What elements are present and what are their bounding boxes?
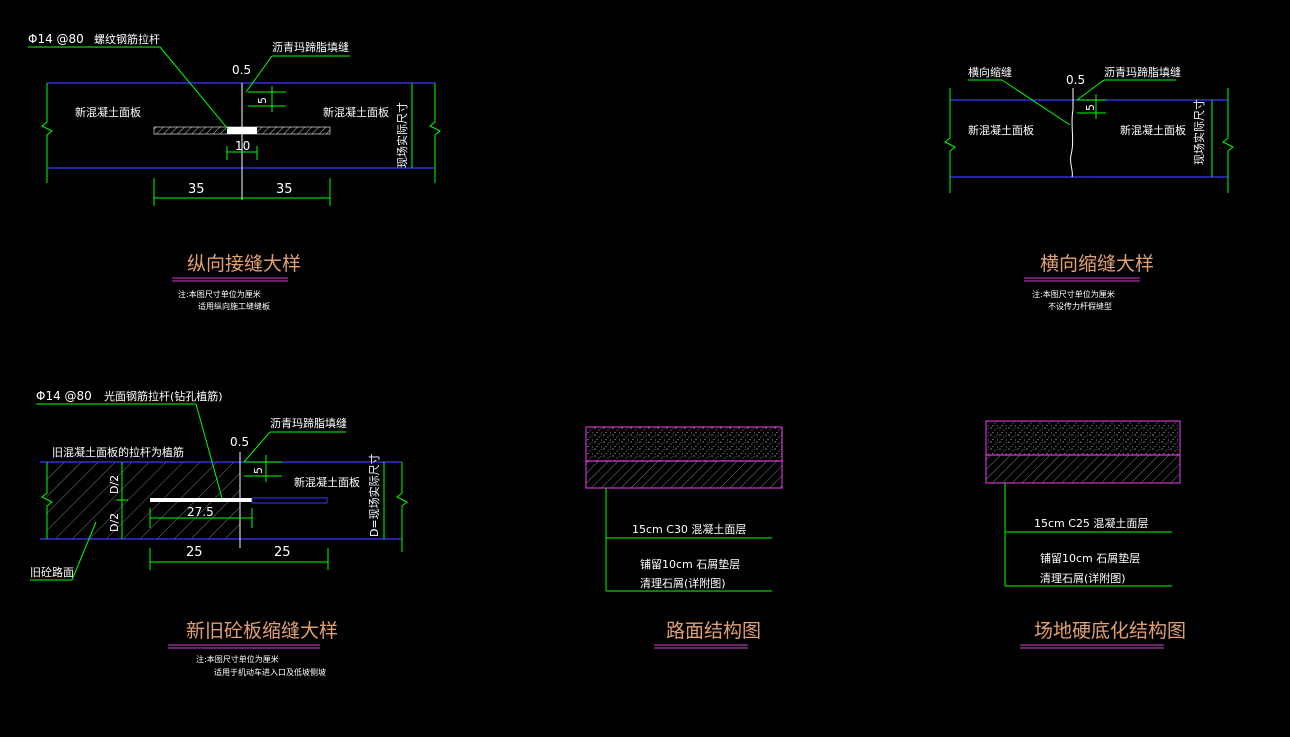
slab-left-label: 新混凝土面板 <box>968 123 1034 137</box>
note-line-1: 注:本图尺寸单位为厘米 <box>196 654 279 664</box>
dim-right: 35 <box>276 182 293 197</box>
transverse-joint-detail: 横向缩缝 0.5 沥青玛蹄脂填缝 5 新混凝土面板 新混凝土面板 现场实际尺寸 … <box>944 65 1234 311</box>
dim-left: 35 <box>188 182 205 197</box>
stone-chip-layer <box>585 460 783 489</box>
break-line-left <box>944 88 956 193</box>
detail-title: 新旧砼板缩缝大样 <box>186 620 338 642</box>
old-pavement-leader <box>71 521 97 581</box>
dim-left: 25 <box>186 545 203 560</box>
joint-label: 横向缩缝 <box>968 65 1012 79</box>
layer3-label: 清理石屑(详附图) <box>640 576 726 590</box>
half-bottom-label: D/2 <box>108 513 121 532</box>
break-line-left <box>41 83 53 183</box>
half-top-label: D/2 <box>108 475 121 494</box>
old-pavement-label: 旧砼路面 <box>30 566 74 579</box>
sealant-leader <box>245 55 273 93</box>
break-line-right <box>1222 88 1234 193</box>
new-slab-label: 新混凝土面板 <box>294 475 360 489</box>
embed-dimension: 27.5 <box>187 505 214 519</box>
rebar-leader <box>195 403 223 499</box>
crack-line <box>1070 88 1074 178</box>
layer3-label: 清理石屑(详附图) <box>1040 571 1126 585</box>
break-line-right <box>396 462 408 552</box>
sealant-label: 沥青玛蹄脂填缝 <box>270 416 347 430</box>
sealant-label: 沥青玛蹄脂填缝 <box>1104 65 1181 79</box>
rebar-label: 螺纹钢筋拉杆 <box>94 32 160 46</box>
note-line-2: 适用于机动车进入口及低坡侧坡 <box>214 667 326 677</box>
layer2-label: 铺留10cm 石屑垫层 <box>1040 551 1140 565</box>
width-dimension: 10 <box>235 139 250 153</box>
sealant-leader <box>1076 79 1105 101</box>
old-new-slab-joint-detail: D/2 D/2 27.5 Φ14 @80 光面钢筋拉杆(钻孔植筋) 沥青玛蹄脂填… <box>30 389 408 677</box>
joint-leader <box>1001 79 1071 126</box>
break-line-left <box>41 462 53 539</box>
layer2-label: 铺留10cm 石屑垫层 <box>640 557 740 571</box>
concrete-layer <box>585 426 783 462</box>
note-line-2: 适用纵向施工缝缝板 <box>198 301 270 311</box>
old-slab-label: 旧混凝土面板的拉杆为植筋 <box>52 445 184 459</box>
slab-right-label: 新混凝土面板 <box>1120 123 1186 137</box>
thickness-label: D=现场实际尺寸 <box>367 453 381 537</box>
gap-dimension: 0.5 <box>230 435 249 449</box>
detail-title: 横向缩缝大样 <box>1040 253 1154 275</box>
depth-dimension: 5 <box>1084 104 1097 111</box>
depth-dimension: 5 <box>252 467 265 474</box>
slab-right-label: 新混凝土面板 <box>323 105 389 119</box>
stone-chip-layer <box>985 454 1181 484</box>
site-hardening-structure-detail: 15cm C25 混凝土面层 铺留10cm 石屑垫层 清理石屑(详附图) 场地硬… <box>985 420 1186 649</box>
thickness-label: 现场实际尺寸 <box>1192 99 1206 165</box>
rebar-label: 光面钢筋拉杆(钻孔植筋) <box>104 389 223 403</box>
layer1-label: 15cm C30 混凝土面层 <box>632 522 746 536</box>
dim-right: 25 <box>274 545 291 560</box>
concrete-layer <box>985 420 1181 456</box>
rebar-leader <box>159 46 229 130</box>
thickness-label: 现场实际尺寸 <box>395 102 409 168</box>
slab-left-label: 新混凝土面板 <box>75 105 141 119</box>
rebar-spec: Φ14 @80 <box>36 389 92 403</box>
sealant-leader <box>243 431 271 463</box>
longitudinal-joint-detail: Φ14 @80 螺纹钢筋拉杆 沥青玛蹄脂填缝 0.5 5 10 新混凝土面板 新… <box>28 32 441 311</box>
detail-title: 纵向接缝大样 <box>187 253 301 275</box>
gap-dimension: 0.5 <box>232 63 251 77</box>
tie-bar-embedded <box>150 498 252 502</box>
rebar-uncoated-segment <box>227 127 257 134</box>
break-line-right <box>429 83 441 183</box>
note-line-2: 不设传力杆假缝型 <box>1048 301 1112 311</box>
note-line-1: 注:本图尺寸单位为厘米 <box>178 289 261 299</box>
gap-dimension: 0.5 <box>1066 73 1085 87</box>
pavement-structure-detail: 15cm C30 混凝土面层 铺留10cm 石屑垫层 清理石屑(详附图) 路面结… <box>585 426 783 649</box>
detail-title: 场地硬底化结构图 <box>1034 620 1186 642</box>
depth-dimension: 5 <box>256 97 269 104</box>
layer1-label: 15cm C25 混凝土面层 <box>1034 516 1148 530</box>
sealant-label: 沥青玛蹄脂填缝 <box>272 40 349 54</box>
tie-bar-extension <box>251 497 328 504</box>
note-line-1: 注:本图尺寸单位为厘米 <box>1032 289 1115 299</box>
rebar-spec: Φ14 @80 <box>28 32 84 46</box>
detail-title: 路面结构图 <box>666 620 761 642</box>
